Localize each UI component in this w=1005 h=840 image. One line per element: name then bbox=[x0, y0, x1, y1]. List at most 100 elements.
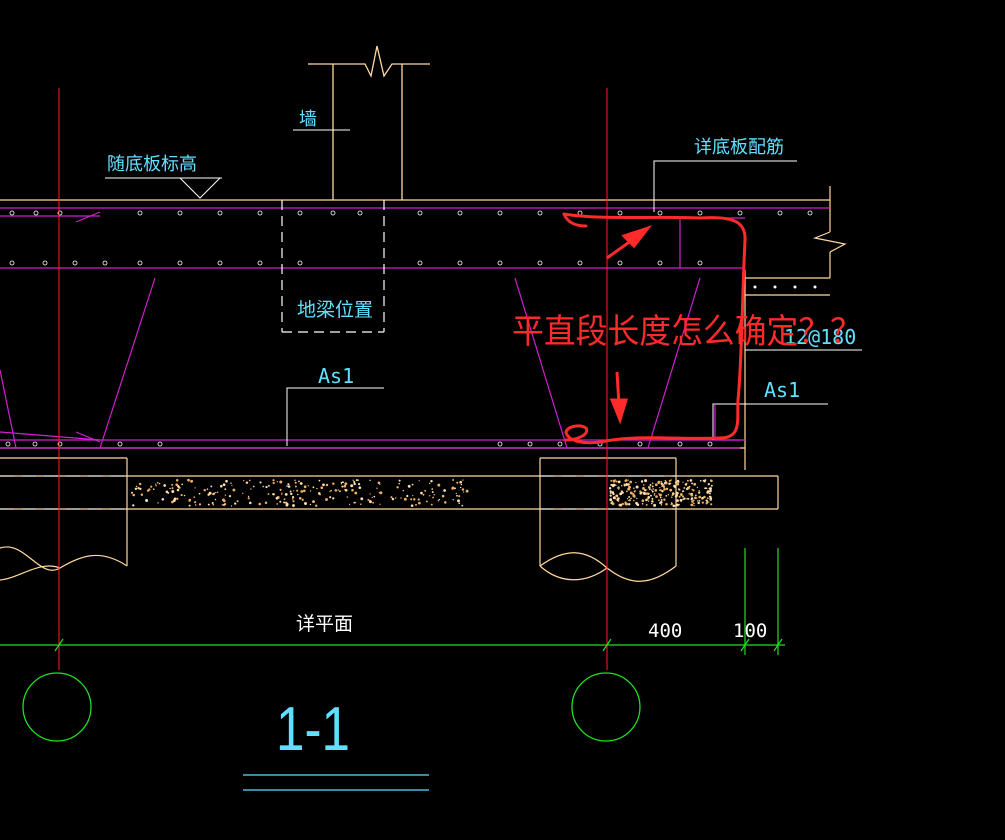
concrete-speck bbox=[671, 496, 673, 498]
concrete-speck bbox=[368, 500, 372, 504]
concrete-speck bbox=[152, 488, 155, 491]
concrete-speck bbox=[163, 484, 167, 487]
concrete-speck bbox=[706, 491, 710, 494]
concrete-speck bbox=[708, 495, 711, 498]
concrete-speck bbox=[704, 487, 707, 490]
concrete-speck bbox=[221, 504, 223, 506]
concrete-speck bbox=[610, 501, 613, 505]
concrete-speck bbox=[316, 487, 318, 490]
concrete-speck bbox=[187, 478, 190, 482]
concrete-speck bbox=[367, 498, 370, 501]
concrete-speck bbox=[325, 483, 329, 487]
concrete-speck bbox=[452, 499, 454, 501]
concrete-speck bbox=[272, 493, 274, 495]
bottom-rebar-dots bbox=[5, 441, 713, 447]
concrete-speck bbox=[612, 496, 616, 500]
concrete-speck bbox=[668, 479, 671, 482]
concrete-speck bbox=[398, 482, 400, 485]
concrete-speck bbox=[710, 503, 713, 506]
concrete-speck bbox=[252, 485, 255, 488]
concrete-speck bbox=[431, 491, 434, 494]
concrete-speck bbox=[297, 493, 299, 496]
concrete-speck bbox=[685, 482, 688, 485]
concrete-speck bbox=[649, 484, 652, 486]
concrete-speck bbox=[636, 503, 640, 506]
concrete-speck bbox=[236, 500, 239, 503]
concrete-speck bbox=[302, 489, 306, 493]
concrete-speck bbox=[137, 488, 140, 490]
concrete-speck bbox=[609, 494, 612, 497]
concrete-speck bbox=[665, 482, 667, 484]
concrete-speck bbox=[458, 502, 461, 505]
concrete-speck bbox=[668, 482, 671, 485]
concrete-speck bbox=[294, 481, 297, 484]
concrete-speck bbox=[220, 484, 223, 488]
concrete-speck bbox=[249, 501, 252, 505]
concrete-speck bbox=[705, 502, 708, 505]
concrete-speck bbox=[309, 503, 312, 506]
concrete-speck bbox=[658, 493, 660, 495]
concrete-speck bbox=[132, 493, 135, 497]
concrete-speck bbox=[651, 500, 654, 503]
concrete-speck bbox=[709, 487, 712, 491]
concrete-speck bbox=[171, 484, 173, 486]
concrete-speck bbox=[645, 492, 649, 495]
concrete-speck bbox=[627, 479, 629, 481]
concrete-speck bbox=[629, 480, 633, 484]
concrete-speck bbox=[635, 485, 639, 489]
concrete-speck bbox=[647, 500, 650, 502]
concrete-speck bbox=[169, 487, 171, 490]
axis-lines bbox=[58, 88, 608, 670]
concrete-speck bbox=[212, 503, 215, 506]
concrete-speck bbox=[653, 493, 656, 495]
concrete-speck bbox=[709, 497, 713, 500]
concrete-speck bbox=[661, 490, 664, 493]
concrete-speck bbox=[661, 485, 663, 487]
concrete-speck bbox=[402, 490, 404, 492]
concrete-speck bbox=[234, 502, 237, 505]
concrete-speck bbox=[651, 482, 654, 485]
concrete-speck bbox=[279, 488, 282, 491]
concrete-speck bbox=[281, 492, 283, 494]
concrete-speck bbox=[663, 487, 666, 491]
concrete-speck bbox=[247, 497, 250, 500]
concrete-speck bbox=[617, 480, 621, 484]
concrete-speck bbox=[379, 491, 383, 495]
dimension-400: 400 bbox=[648, 620, 682, 642]
concrete-speck bbox=[181, 483, 184, 486]
concrete-speck bbox=[670, 479, 672, 481]
concrete-speck bbox=[707, 501, 709, 503]
concrete-speck bbox=[458, 495, 461, 498]
concrete-speck bbox=[312, 501, 315, 503]
concrete-speck bbox=[176, 497, 179, 500]
concrete-speck bbox=[610, 479, 613, 482]
concrete-speck bbox=[456, 481, 459, 484]
concrete-speck bbox=[660, 498, 663, 501]
concrete-speck bbox=[621, 502, 624, 505]
circle-axis-icon bbox=[22, 672, 92, 742]
concrete-speck bbox=[612, 492, 615, 496]
concrete-speck bbox=[663, 498, 666, 501]
concrete-speck bbox=[329, 496, 332, 499]
concrete-speck bbox=[284, 492, 288, 496]
concrete-speck bbox=[353, 482, 356, 486]
concrete-speck bbox=[640, 480, 644, 483]
concrete-speck bbox=[264, 501, 268, 504]
concrete-speck bbox=[633, 499, 635, 502]
concrete-speck bbox=[682, 481, 684, 483]
ground-beam-label: 地梁位置 bbox=[297, 299, 373, 321]
concrete-speck bbox=[173, 497, 177, 501]
concrete-speck bbox=[176, 488, 180, 492]
concrete-speck bbox=[276, 503, 278, 505]
concrete-speck bbox=[455, 492, 457, 495]
as1-right-leader bbox=[712, 403, 828, 440]
concrete-speck bbox=[171, 490, 175, 493]
concrete-speck bbox=[452, 479, 454, 481]
top-rebar-dots-row1 bbox=[9, 210, 813, 216]
concrete-speck bbox=[312, 486, 315, 489]
concrete-speck bbox=[643, 484, 645, 486]
concrete-speck bbox=[292, 500, 295, 503]
concrete-speck bbox=[351, 488, 354, 492]
concrete-speck bbox=[281, 493, 283, 495]
